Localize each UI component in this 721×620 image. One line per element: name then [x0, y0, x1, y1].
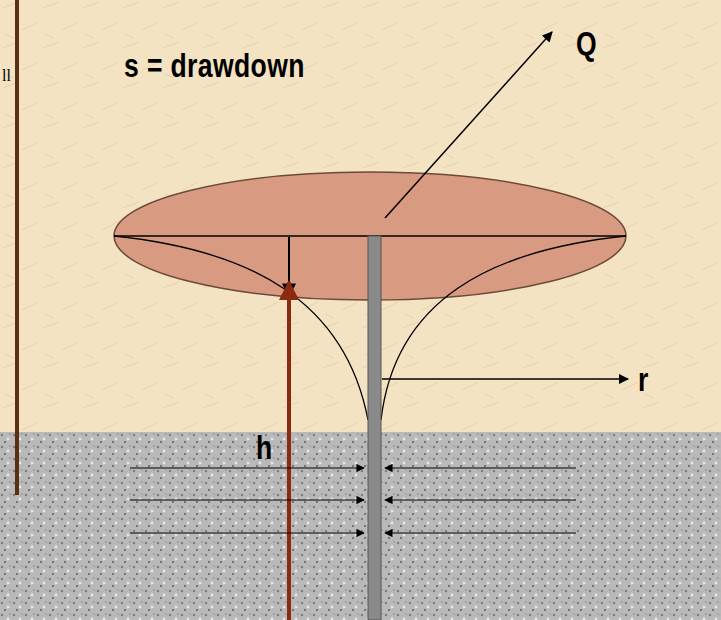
frame-line	[15, 0, 19, 495]
pumping-arrow	[385, 32, 552, 218]
drawdown-label: s = drawdown	[124, 48, 305, 82]
flow-arrows	[130, 468, 576, 533]
cone-curve	[381, 236, 626, 420]
aquifer-ground	[0, 0, 721, 432]
rock-layer	[0, 432, 721, 620]
well-pipe	[368, 236, 381, 620]
head-arrow	[287, 282, 291, 620]
cut-text: ll	[2, 68, 11, 84]
discharge-label: Q	[576, 26, 597, 60]
radius-arrow	[382, 378, 628, 380]
cone-curve	[114, 236, 368, 420]
radius-label: r	[638, 362, 649, 396]
head-label: h	[256, 430, 273, 464]
